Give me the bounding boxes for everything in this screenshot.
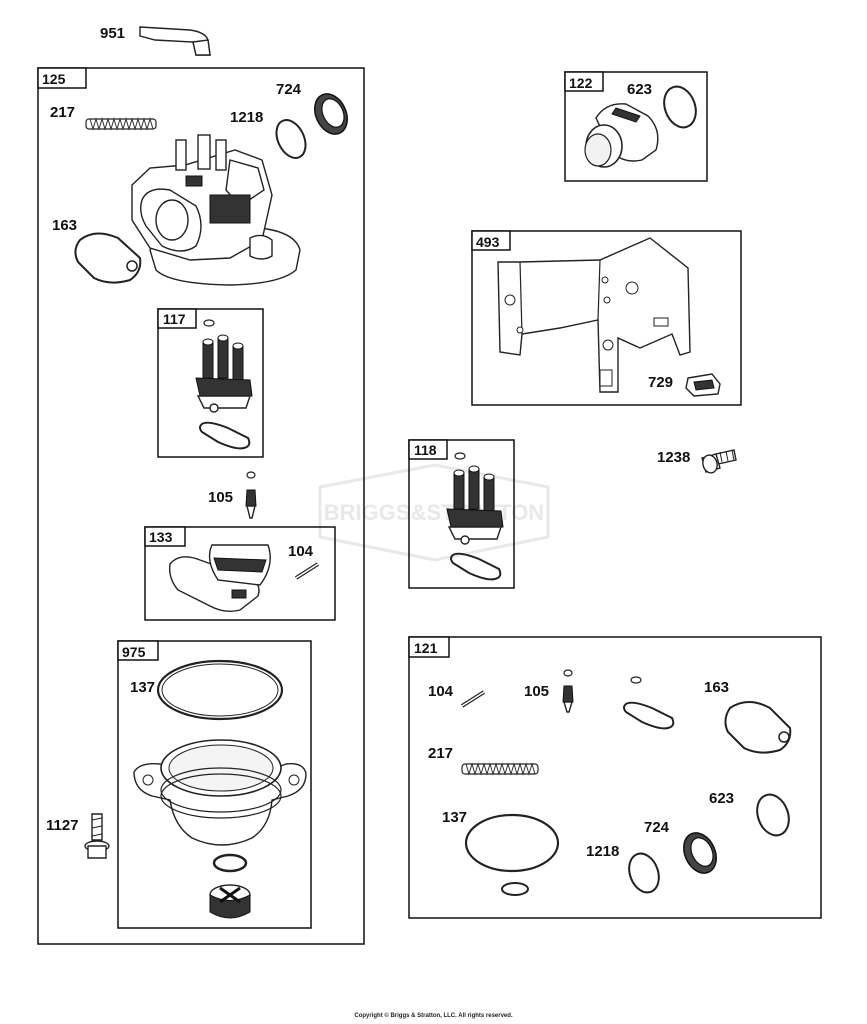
float-bowl-975 bbox=[133, 739, 307, 846]
spring-217-kit bbox=[461, 762, 539, 776]
label-163: 163 bbox=[52, 217, 77, 234]
label-137: 137 bbox=[130, 679, 155, 696]
box-133 bbox=[144, 526, 336, 621]
gasket-623-top bbox=[663, 85, 697, 129]
box-117-tag bbox=[157, 308, 197, 329]
box-118 bbox=[408, 439, 515, 589]
label-493: 493 bbox=[476, 234, 500, 250]
pin-104 bbox=[294, 562, 320, 580]
gasket-1218 bbox=[275, 119, 307, 159]
label-1127: 1127 bbox=[46, 817, 79, 834]
label-104-kit: 104 bbox=[428, 683, 454, 700]
needle-105 bbox=[245, 471, 257, 519]
box-125 bbox=[37, 67, 365, 945]
label-137-kit: 137 bbox=[442, 809, 467, 826]
washer-kit bbox=[501, 882, 529, 896]
clip-729 bbox=[685, 373, 721, 397]
fuel-bowl-kit-118 bbox=[446, 452, 504, 581]
pin-104-kit bbox=[460, 690, 486, 708]
label-217-kit: 217 bbox=[428, 745, 453, 762]
box-118-tag bbox=[408, 439, 448, 460]
copyright-notice: Copyright © Briggs & Stratton, LLC. All … bbox=[354, 1013, 513, 1019]
gasket-163 bbox=[74, 232, 142, 284]
spring-217 bbox=[85, 117, 157, 131]
box-975-tag bbox=[117, 640, 159, 661]
label-975: 975 bbox=[122, 644, 146, 660]
box-493 bbox=[471, 230, 742, 406]
label-623-top: 623 bbox=[627, 81, 652, 98]
seal-724-kit bbox=[683, 832, 717, 874]
gasket-163-kit bbox=[724, 701, 792, 754]
gaskets-kit-small bbox=[623, 676, 675, 730]
label-163-kit: 163 bbox=[704, 679, 729, 696]
label-623-kit: 623 bbox=[709, 790, 734, 807]
float-133 bbox=[168, 544, 271, 613]
label-1218-kit: 1218 bbox=[586, 843, 619, 860]
label-105: 105 bbox=[208, 489, 233, 506]
seal-724 bbox=[314, 93, 348, 135]
carburetor-assembly bbox=[131, 134, 301, 286]
box-125-tag bbox=[37, 67, 87, 89]
label-724-kit: 724 bbox=[644, 819, 670, 836]
label-729: 729 bbox=[648, 374, 673, 391]
label-121: 121 bbox=[414, 640, 438, 656]
gasket-623-kit bbox=[756, 793, 790, 837]
bolt-1127 bbox=[84, 813, 110, 859]
gasket-1218-kit bbox=[628, 852, 660, 894]
label-724: 724 bbox=[276, 81, 302, 98]
label-125: 125 bbox=[42, 71, 66, 87]
adapter-122 bbox=[584, 103, 659, 168]
screw-1238 bbox=[701, 449, 737, 474]
bowl-nut-975 bbox=[209, 884, 251, 919]
label-951: 951 bbox=[100, 25, 125, 42]
o-ring-137-kit bbox=[464, 813, 560, 873]
label-118: 118 bbox=[414, 442, 437, 458]
box-117 bbox=[157, 308, 264, 458]
throttle-lever-951 bbox=[139, 26, 211, 56]
label-117: 117 bbox=[163, 311, 186, 327]
needle-105-kit bbox=[562, 669, 574, 713]
label-104: 104 bbox=[288, 543, 314, 560]
label-217: 217 bbox=[50, 104, 75, 121]
washer-975 bbox=[212, 853, 248, 873]
fuel-bowl-kit-117 bbox=[195, 319, 253, 450]
box-493-tag bbox=[471, 230, 511, 251]
box-133-tag bbox=[144, 526, 186, 547]
box-121 bbox=[408, 636, 822, 919]
watermark: BRIGGS&STRATTON bbox=[318, 463, 550, 562]
label-133: 133 bbox=[149, 529, 173, 545]
box-121-tag bbox=[408, 636, 450, 658]
box-975 bbox=[117, 640, 312, 929]
o-ring-137 bbox=[156, 659, 284, 721]
bracket-493 bbox=[497, 237, 691, 393]
box-122-tag bbox=[564, 71, 604, 92]
label-105-kit: 105 bbox=[524, 683, 549, 700]
watermark-text: BRIGGS&STRATTON bbox=[324, 500, 544, 525]
label-1218: 1218 bbox=[230, 109, 263, 126]
label-122: 122 bbox=[569, 75, 593, 91]
label-1238: 1238 bbox=[657, 449, 690, 466]
box-122 bbox=[564, 71, 708, 182]
